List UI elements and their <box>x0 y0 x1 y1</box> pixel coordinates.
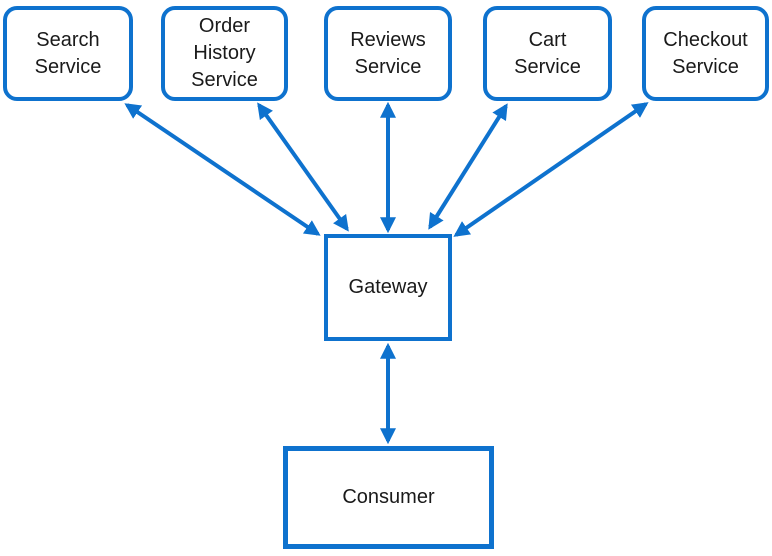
node-reviews-service[interactable]: Reviews Service <box>324 6 452 101</box>
node-order-history-service[interactable]: Order History Service <box>161 6 288 101</box>
node-cart-service-label: Cart Service <box>514 28 581 78</box>
node-search-service-label: Search Service <box>34 28 102 78</box>
node-reviews-service-label: Reviews Service <box>350 28 426 78</box>
edge-checkout-gateway[interactable] <box>453 102 649 237</box>
node-checkout-service-label: Checkout Service <box>663 28 748 78</box>
node-gateway[interactable]: Gateway <box>324 234 452 341</box>
node-gateway-label: Gateway <box>348 276 428 298</box>
edge-search-gateway[interactable] <box>124 103 321 236</box>
node-checkout-service[interactable]: Checkout Service <box>642 6 769 101</box>
edge-order-history-gateway[interactable] <box>257 102 349 232</box>
node-order-history-service-label: Order History Service <box>191 15 258 91</box>
node-consumer-label: Consumer <box>342 486 435 508</box>
node-cart-service[interactable]: Cart Service <box>483 6 612 101</box>
node-consumer[interactable]: Consumer <box>283 446 494 549</box>
node-search-service[interactable]: Search Service <box>3 6 133 101</box>
